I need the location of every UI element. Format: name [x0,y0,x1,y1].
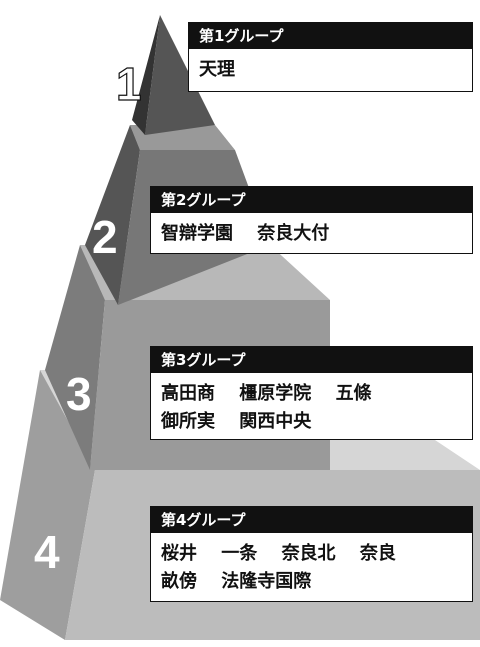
tier-2-left-face [85,125,140,305]
group-3-line-1: 高田商 橿原学院 五條 [161,380,462,408]
tier-1-front-face [145,15,215,135]
group-1-box: 第1グループ 天理 [188,22,473,92]
tier-1-number: 1 [116,58,142,110]
school: 一条 [221,543,258,564]
group-2-header: 第2グループ [151,187,472,213]
group-4-header: 第4グループ [151,507,472,533]
tier-3-left-face [45,245,105,470]
school: 高田商 [161,383,215,404]
school: 畝傍 [161,571,197,592]
school: 奈良 [359,543,396,564]
school: 奈良大付 [257,223,330,244]
group-2-line-1: 智辯学園 奈良大付 [161,220,462,248]
group-4-line-1: 桜井 一条 奈良北 奈良 [161,540,462,568]
school: 天理 [199,59,235,80]
group-1-schools: 天理 [189,49,472,84]
group-3-schools: 高田商 橿原学院 五條 御所実 関西中央 [151,373,472,436]
group-4-line-2: 畝傍 法隆寺国際 [161,568,462,596]
school: 関西中央 [239,411,312,432]
tier-1-left-face [132,15,160,135]
group-2-box: 第2グループ 智辯学園 奈良大付 [150,186,473,254]
group-2-schools: 智辯学園 奈良大付 [151,213,472,248]
tier-3-number: 3 [66,368,92,420]
tier-4-left-face [0,370,95,640]
school: 智辯学園 [161,223,233,244]
group-3-box: 第3グループ 高田商 橿原学院 五條 御所実 関西中央 [150,346,473,440]
tier-2-number: 2 [92,211,118,263]
school: 御所実 [161,411,215,432]
group-1-header: 第1グループ [189,23,472,49]
school: 五條 [335,383,372,404]
group-4-schools: 桜井 一条 奈良北 奈良 畝傍 法隆寺国際 [151,533,472,596]
group-3-header: 第3グループ [151,347,472,373]
group-1-line-1: 天理 [199,56,462,84]
school: 奈良北 [281,543,336,564]
school: 桜井 [161,543,197,564]
group-4-box: 第4グループ 桜井 一条 奈良北 奈良 畝傍 法隆寺国際 [150,506,473,602]
school: 橿原学院 [239,383,312,404]
school: 法隆寺国際 [221,571,312,592]
tier-4-number: 4 [34,526,60,578]
group-3-line-2: 御所実 関西中央 [161,408,462,436]
